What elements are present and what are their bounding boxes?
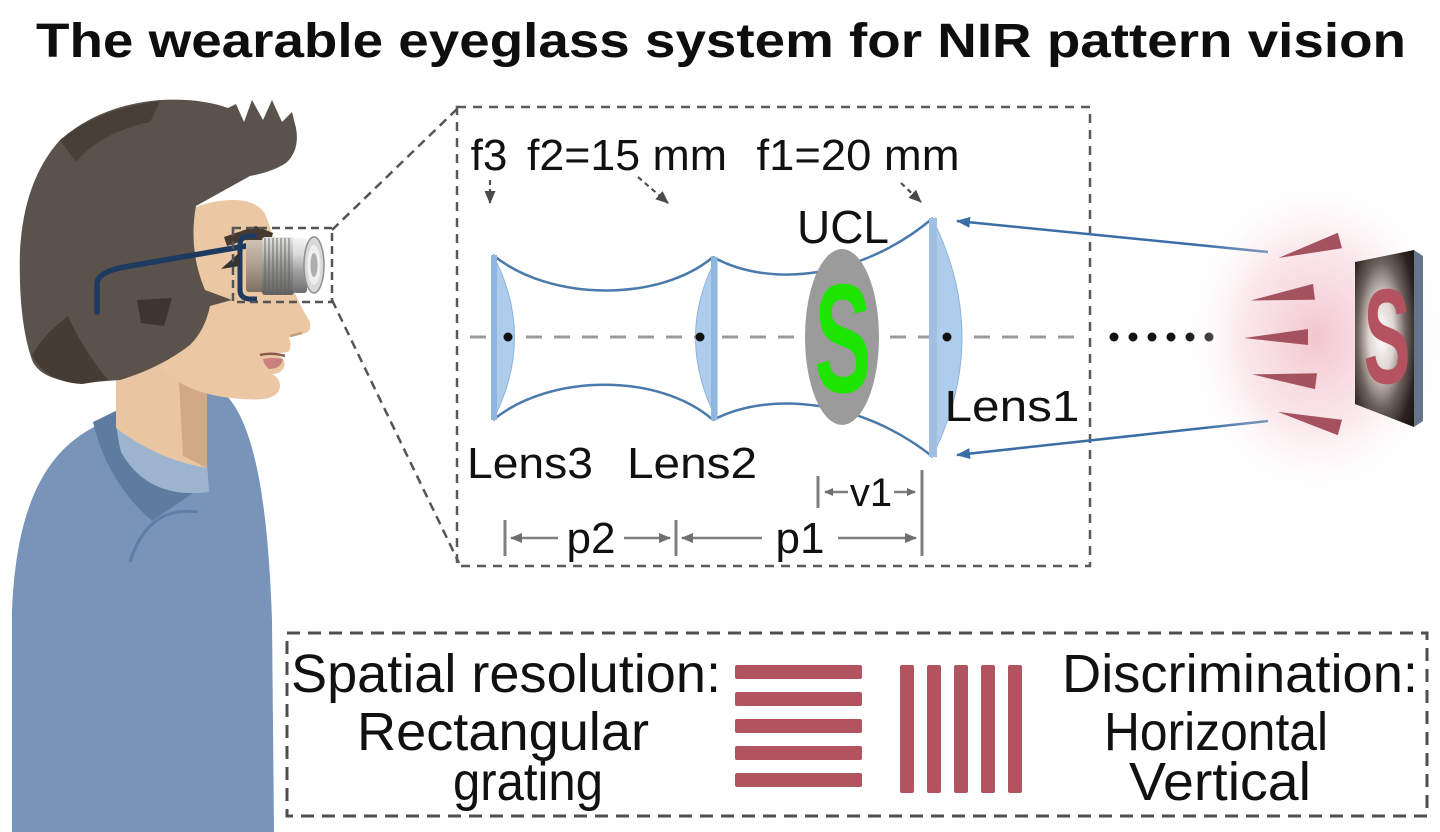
hair-dark-crown bbox=[60, 101, 160, 162]
device-callout bbox=[231, 108, 461, 564]
legend-box-border bbox=[285, 631, 1429, 818]
p1-distance-label: p1 bbox=[776, 514, 825, 563]
device-callout-box bbox=[231, 226, 334, 304]
vertical-grating bbox=[900, 665, 1022, 793]
nir-device bbox=[246, 236, 325, 295]
legend-right-line3: Vertical bbox=[1129, 752, 1311, 812]
horizontal-grating bbox=[735, 665, 862, 787]
focal-pointer-arrows bbox=[484, 176, 922, 204]
emission-glow bbox=[1181, 172, 1440, 502]
target-letter: S bbox=[1364, 261, 1411, 412]
emission-wedges bbox=[1244, 232, 1343, 436]
eyeglass-frame bbox=[237, 233, 257, 302]
person-hair bbox=[19, 99, 297, 384]
lens3-edge bbox=[491, 255, 497, 420]
lower-lip bbox=[263, 358, 283, 369]
legend-left-line3: grating bbox=[453, 752, 603, 812]
knurl-ridges bbox=[264, 238, 290, 294]
mouth-line bbox=[259, 352, 286, 358]
target-panel-side bbox=[1414, 250, 1423, 427]
legend-right-line1: Discrimination: bbox=[1062, 644, 1418, 704]
lens1-label: Lens1 bbox=[945, 382, 1080, 431]
nose-shade bbox=[289, 331, 303, 338]
eyeglass-nose-pad bbox=[221, 252, 240, 269]
legend-right-line2: Horizontal bbox=[1104, 702, 1328, 762]
legend-left-line1: Spatial resolution: bbox=[291, 644, 721, 704]
ucl-letter: S bbox=[815, 252, 872, 425]
eyeglass-temple bbox=[94, 243, 249, 315]
ucl-label: UCL bbox=[797, 201, 889, 253]
person-illustration bbox=[12, 99, 325, 832]
p2-distance-label: p2 bbox=[567, 514, 616, 563]
optics-diagram: S f3 f2=15 mm f1=20 mm UCL Lens3 Lens2 L… bbox=[455, 105, 1092, 568]
person-shirt bbox=[12, 383, 274, 832]
optics-box-border bbox=[455, 105, 1092, 568]
dimension-lines bbox=[503, 470, 924, 556]
hair-dark-nape bbox=[32, 316, 108, 384]
figure-title: The wearable eyeglass system for NIR pat… bbox=[36, 15, 1406, 68]
v1-distance-label: v1 bbox=[850, 471, 892, 515]
lens2-edge bbox=[711, 257, 717, 420]
lens2-label: Lens2 bbox=[627, 439, 757, 488]
lens-center-dots bbox=[503, 332, 952, 342]
f2-label: f2=15 mm bbox=[527, 131, 727, 180]
nir-target: S bbox=[1181, 172, 1440, 502]
callout-line-bottom bbox=[330, 299, 461, 564]
legend-left-line2: Rectangular bbox=[357, 702, 649, 762]
target-panel bbox=[1355, 250, 1414, 427]
f1-label: f1=20 mm bbox=[757, 131, 960, 180]
legend-box: Spatial resolution: Rectangular grating … bbox=[285, 631, 1429, 818]
f3-label: f3 bbox=[471, 131, 508, 180]
hair-dark-lock bbox=[137, 298, 172, 326]
callout-line-top bbox=[331, 108, 458, 231]
lens1-edge bbox=[929, 218, 937, 457]
lens3-label: Lens3 bbox=[467, 439, 593, 488]
ucl-sample bbox=[805, 249, 879, 425]
shirt-sleeve-crease bbox=[128, 509, 199, 563]
